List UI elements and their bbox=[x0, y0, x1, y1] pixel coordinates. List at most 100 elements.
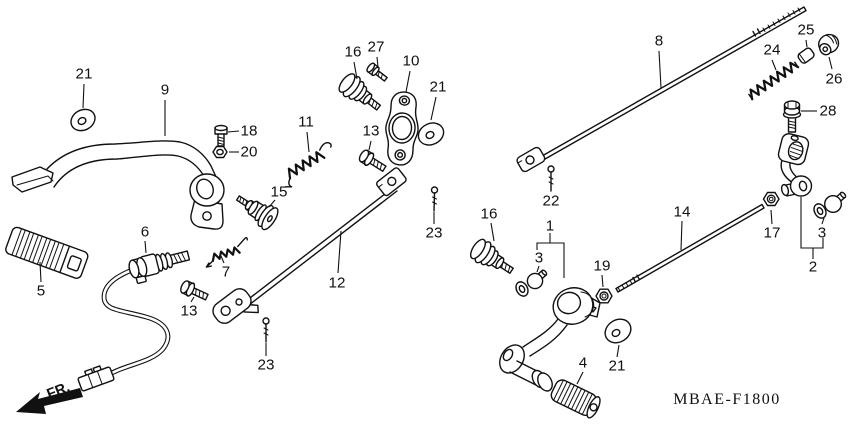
part-7-spring-art bbox=[205, 236, 248, 268]
callout-leader-21-top-left bbox=[82, 83, 85, 109]
callout-label-11: 11 bbox=[298, 114, 314, 131]
callout-leader-18 bbox=[227, 130, 240, 133]
part-15-stopper-bolt-art bbox=[235, 195, 279, 231]
diagram-code: MBAE-F1800 bbox=[673, 391, 780, 408]
callout-label-6: 6 bbox=[141, 224, 149, 241]
part-21-washer-mid-art bbox=[417, 122, 445, 146]
callout-leader-4 bbox=[576, 371, 584, 385]
callout-label-1: 1 bbox=[546, 218, 554, 235]
callout-leader-7 bbox=[220, 255, 225, 264]
callout-label-7: 7 bbox=[222, 264, 230, 281]
part-14-shift-rod-art bbox=[615, 203, 765, 293]
part-12-rod-art bbox=[212, 167, 407, 324]
callout-leader-25 bbox=[805, 39, 808, 48]
callout-label-23-left: 23 bbox=[258, 357, 275, 374]
callout-label-12: 12 bbox=[329, 275, 346, 292]
callout-leader-17 bbox=[770, 209, 773, 225]
part-20-nut-art bbox=[212, 145, 228, 159]
part-21-washer-bottom-art bbox=[604, 318, 632, 344]
callout-label-4: 4 bbox=[579, 355, 587, 372]
part-3-joint-left-art bbox=[515, 269, 548, 297]
callout-leader-16-top bbox=[353, 61, 358, 80]
part-19-nut-art bbox=[595, 288, 613, 304]
part-17-nut-art bbox=[762, 191, 780, 207]
callout-leader-21-bottom bbox=[616, 344, 620, 358]
callout-leader-13-bottom bbox=[190, 296, 195, 303]
callout-label-23-mid: 23 bbox=[426, 225, 443, 242]
part-8-brake-rod-art bbox=[516, 6, 807, 173]
callout-label-3-right: 3 bbox=[818, 225, 826, 242]
callout-label-16-top: 16 bbox=[345, 44, 362, 61]
callout-leader-11 bbox=[306, 131, 310, 153]
part-10-plate-art bbox=[385, 91, 419, 166]
callout-label-28: 28 bbox=[820, 103, 837, 120]
callout-label-14: 14 bbox=[674, 204, 691, 221]
fr-arrow-icon bbox=[16, 388, 83, 414]
part-26-cap-nut-art bbox=[818, 33, 840, 56]
callout-leader-19 bbox=[601, 274, 604, 288]
callout-leader-6 bbox=[144, 240, 147, 254]
part-5-pedal-rubber-art bbox=[5, 226, 89, 279]
callout-label-5: 5 bbox=[37, 283, 45, 300]
part-18-bolt-art bbox=[214, 124, 228, 147]
part-24-spring-art bbox=[748, 61, 800, 101]
callout-leader-14 bbox=[680, 220, 683, 251]
bracket-assembly-2 bbox=[800, 197, 824, 249]
part-13-bolt-lower-art bbox=[180, 280, 209, 301]
callout-leader-27 bbox=[376, 56, 379, 68]
part-9-brake-pedal-art bbox=[11, 140, 225, 230]
callout-label-19: 19 bbox=[594, 258, 611, 275]
part-22-pin-art bbox=[547, 165, 555, 192]
callout-label-26: 26 bbox=[826, 71, 843, 88]
callout-label-8: 8 bbox=[655, 33, 663, 50]
callout-leader-21-mid bbox=[430, 96, 437, 121]
front-direction-indicator: FR. bbox=[16, 379, 83, 414]
part-1-gearshift-pedal-art bbox=[499, 287, 601, 392]
part-16-grommet-top-art bbox=[338, 73, 382, 111]
callout-leader-24 bbox=[771, 59, 777, 71]
callout-label-16-bottom: 16 bbox=[481, 206, 498, 223]
callout-leader-5 bbox=[39, 261, 42, 283]
part-11-spring-art bbox=[285, 142, 332, 188]
callout-label-10: 10 bbox=[403, 53, 420, 70]
callout-leader-3-right bbox=[821, 217, 825, 225]
callout-leader-26 bbox=[828, 56, 833, 70]
callout-label-17: 17 bbox=[764, 225, 781, 242]
part-2-change-lever-art bbox=[777, 133, 813, 197]
callout-label-27: 27 bbox=[368, 39, 385, 56]
part-4-shift-rubber-art bbox=[550, 379, 601, 419]
callout-label-13-bottom: 13 bbox=[181, 303, 198, 320]
callout-label-21-top-left: 21 bbox=[76, 66, 93, 83]
fr-label: FR. bbox=[45, 379, 73, 402]
callout-label-25: 25 bbox=[798, 22, 815, 39]
part-3-joint-right-art bbox=[813, 191, 847, 219]
callout-leader-12 bbox=[337, 230, 342, 274]
part-13-bolt-upper-art bbox=[358, 149, 387, 172]
callout-label-13-top: 13 bbox=[363, 123, 380, 140]
part-23-pin-mid-art bbox=[430, 186, 439, 212]
callout-leader-15 bbox=[268, 199, 276, 208]
part-25-clip-art bbox=[797, 47, 815, 64]
callout-label-21-bottom: 21 bbox=[609, 358, 626, 375]
part-16-grommet-bottom-art bbox=[469, 238, 514, 275]
callout-label-22: 22 bbox=[543, 193, 560, 210]
callout-label-2: 2 bbox=[809, 259, 817, 276]
part-27-bolt-art bbox=[366, 62, 388, 82]
callout-leader-3-left bbox=[536, 265, 540, 273]
callout-leader-13-top bbox=[368, 140, 372, 151]
callout-label-21-mid: 21 bbox=[430, 79, 447, 96]
callout-label-15: 15 bbox=[271, 184, 288, 201]
part-6-switch-cable-art bbox=[77, 250, 191, 392]
callout-label-9: 9 bbox=[161, 82, 169, 99]
callout-leader-10 bbox=[405, 70, 411, 93]
callout-label-18: 18 bbox=[241, 123, 258, 140]
part-28-flange-bolt-art bbox=[782, 100, 802, 133]
callout-label-20: 20 bbox=[241, 144, 258, 161]
callout-leader-16-bottom bbox=[490, 222, 495, 242]
part-21-washer-top-left-art bbox=[70, 108, 96, 132]
callout-label-3-left: 3 bbox=[535, 250, 543, 267]
callout-label-24: 24 bbox=[764, 42, 781, 59]
